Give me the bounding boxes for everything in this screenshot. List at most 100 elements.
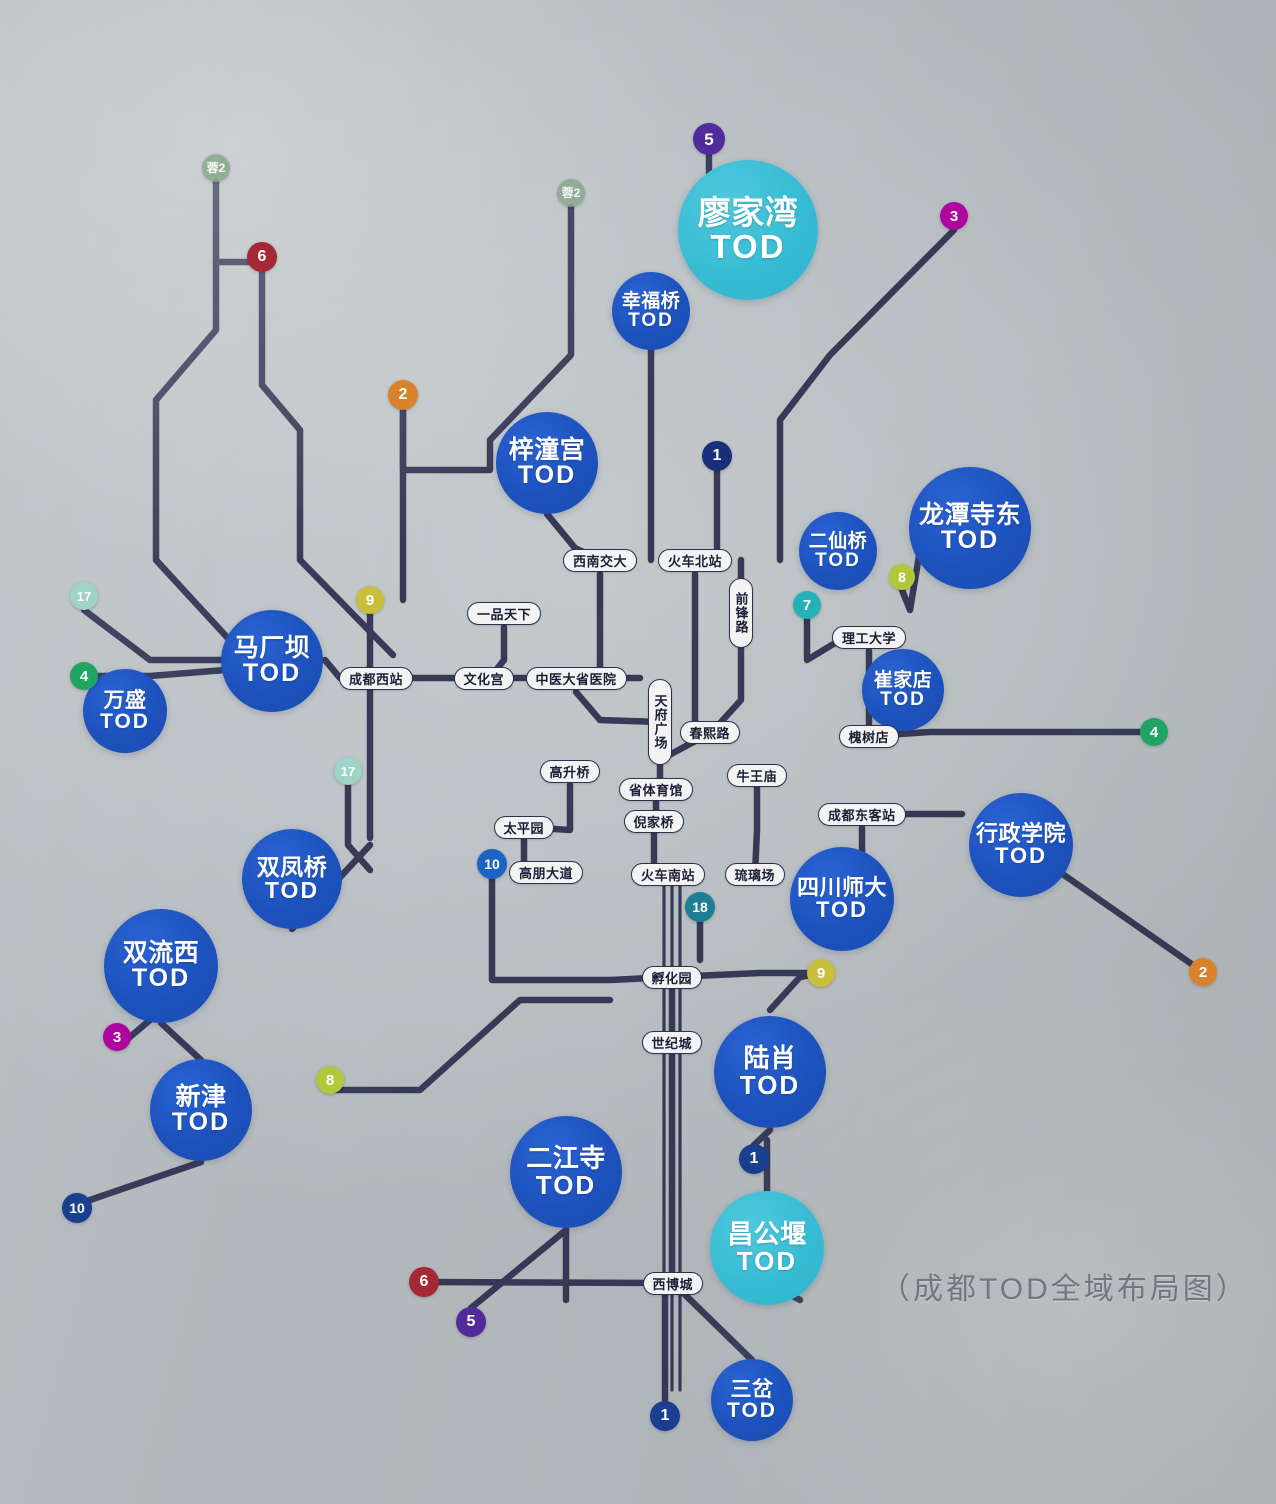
station-label[interactable]: 西南交大	[563, 548, 638, 572]
metro-line-badge[interactable]: 5	[456, 1307, 486, 1337]
station-label[interactable]: 成都西站	[339, 666, 414, 690]
tod-name-en: TOD	[710, 228, 786, 265]
station-label[interactable]: 琉璃场	[724, 862, 786, 886]
metro-line-segment	[86, 1158, 205, 1204]
tod-name-en: TOD	[727, 1399, 777, 1422]
station-label[interactable]: 牛王庙	[726, 763, 788, 787]
metro-line-badge[interactable]: 8	[889, 564, 915, 590]
metro-line-segment	[708, 644, 745, 736]
metro-line-segment	[750, 1126, 774, 1149]
station-label[interactable]: 理工大学	[832, 625, 907, 649]
station-label[interactable]: 西博城	[642, 1271, 704, 1295]
tod-name-en: TOD	[242, 659, 302, 687]
metro-line-segment	[420, 1278, 664, 1287]
metro-line-segment	[865, 728, 1158, 740]
metro-line-badge[interactable]: 3	[103, 1023, 131, 1051]
metro-line-badge[interactable]: 1	[739, 1144, 769, 1174]
tod-name-cn: 二仙桥	[808, 530, 868, 552]
metro-line-badge[interactable]: 2	[388, 380, 418, 410]
station-label[interactable]: 高朋大道	[509, 860, 584, 884]
metro-line-badge[interactable]: 10	[477, 849, 507, 879]
station-label[interactable]: 火车南站	[631, 862, 706, 886]
tod-name-en: TOD	[535, 1170, 597, 1200]
tod-name-en: TOD	[131, 964, 191, 992]
metro-line-segment	[399, 203, 575, 474]
tod-name-cn: 马厂坝	[233, 633, 311, 662]
metro-line-badge[interactable]: 4	[1140, 718, 1168, 746]
metro-line-badge[interactable]: 8	[316, 1066, 344, 1094]
tod-name-en: TOD	[994, 843, 1048, 868]
metro-line-badge[interactable]: 6	[247, 242, 277, 272]
tod-name-cn: 二江寺	[526, 1143, 606, 1174]
station-label[interactable]: 天府广场	[648, 679, 672, 765]
station-label[interactable]: 太平园	[493, 815, 555, 839]
metro-line-badge[interactable]: 蓉2	[202, 154, 230, 182]
tod-name-en: TOD	[815, 897, 869, 922]
station-label[interactable]: 文化宫	[453, 666, 515, 690]
tod-name-cn: 三岔	[730, 1377, 774, 1401]
metro-line-badge[interactable]: 18	[685, 892, 715, 922]
tod-name-en: TOD	[739, 1070, 801, 1100]
station-label[interactable]: 前锋路	[729, 578, 753, 648]
metro-line-segment	[776, 226, 958, 564]
station-label[interactable]: 成都东客站	[818, 802, 906, 826]
station-label[interactable]: 高升桥	[539, 759, 601, 783]
station-label[interactable]: 孵化园	[641, 965, 703, 989]
station-label[interactable]: 世纪城	[641, 1030, 703, 1054]
tod-name-en: TOD	[736, 1246, 798, 1276]
tod-name-en: TOD	[940, 526, 1000, 554]
metro-line-badge[interactable]: 1	[650, 1401, 680, 1431]
metro-line-badge[interactable]: 7	[793, 591, 821, 619]
metro-line-badge[interactable]: 17	[70, 582, 98, 610]
station-label[interactable]: 春熙路	[679, 720, 741, 744]
metro-line-badge[interactable]: 3	[940, 202, 968, 230]
metro-line-badge[interactable]: 9	[356, 586, 384, 614]
tod-name-cn: 梓潼宫	[508, 435, 586, 464]
metro-line-badge[interactable]: 9	[807, 959, 835, 987]
tod-name-cn: 行政学院	[975, 820, 1066, 846]
station-label[interactable]: 倪家桥	[623, 809, 685, 833]
tod-name-cn: 崔家店	[873, 669, 933, 691]
station-label[interactable]: 火车北站	[658, 548, 733, 572]
tod-name-en: TOD	[171, 1108, 231, 1136]
metro-line-segment	[572, 688, 664, 726]
metro-line-segment	[157, 1019, 205, 1064]
metro-line-badge[interactable]: 1	[702, 441, 732, 471]
tod-name-cn: 四川师大	[796, 874, 887, 900]
metro-line-badge[interactable]: 10	[62, 1193, 92, 1223]
metro-line-badge[interactable]: 5	[693, 123, 725, 155]
metro-line-badge[interactable]: 17	[334, 757, 362, 785]
station-label[interactable]: 省体育馆	[619, 777, 694, 801]
map-caption: （成都TOD全域布局图）	[880, 1273, 1249, 1306]
metro-line-badge[interactable]: 6	[409, 1267, 439, 1297]
station-label[interactable]: 一品天下	[467, 601, 542, 625]
metro-line-segment	[467, 1226, 570, 1312]
tod-name-cn: 龙潭寺东	[918, 500, 1021, 529]
metro-line-segment	[258, 268, 397, 659]
tod-name-cn: 新津	[175, 1082, 227, 1111]
metro-line-badge[interactable]: 2	[1189, 958, 1217, 986]
metro-line-segment	[344, 781, 374, 874]
station-label[interactable]: 中医大省医院	[525, 666, 627, 690]
metro-line-badge[interactable]: 4	[70, 662, 98, 690]
station-label[interactable]: 槐树店	[838, 724, 900, 748]
metro-line-badge[interactable]: 蓉2	[557, 179, 585, 207]
